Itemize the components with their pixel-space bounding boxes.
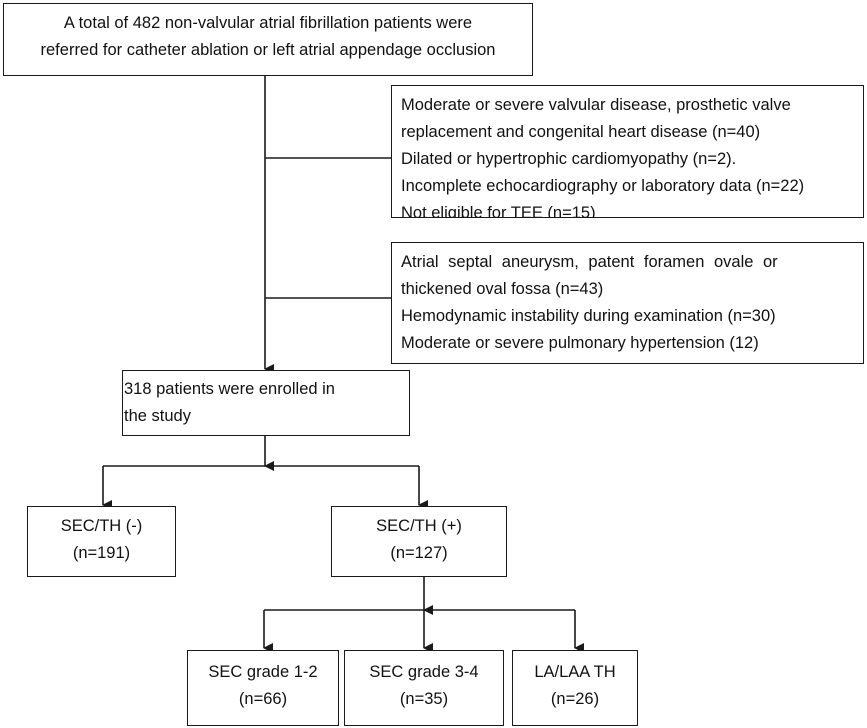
- enrolled-text: 318 patients were enrolled in the study: [122, 376, 410, 430]
- exclusion-1-line-1: Moderate or severe valvular disease, pro…: [401, 96, 791, 114]
- sec-th-positive-count: (n=127): [390, 544, 448, 562]
- total-patients-box: A total of 482 non-valvular atrial fibri…: [3, 3, 533, 76]
- la-laa-th-count: (n=26): [550, 690, 600, 708]
- exclusion-2-line-4: Moderate or severe pulmonary hypertensio…: [401, 334, 759, 352]
- sec-th-negative-count: (n=191): [72, 544, 131, 562]
- sec-th-negative-label: SEC/TH (-): [60, 517, 143, 535]
- sec-grade-3-4-box: SEC grade 3-4 (n=35): [344, 650, 504, 726]
- enrolled-line-1: 318 patients were enrolled in: [124, 380, 335, 398]
- exclusion-box-1: Moderate or severe valvular disease, pro…: [391, 85, 864, 218]
- sec-th-positive-label: SEC/TH (+): [376, 517, 462, 535]
- total-patients-line-1: A total of 482 non-valvular atrial fibri…: [63, 14, 473, 32]
- exclusion-box-2: Atrial septal aneurysm, patent foramen o…: [391, 242, 864, 364]
- exclusion-1-line-2: replacement and congenital heart disease…: [401, 123, 761, 141]
- sec-th-positive-box: SEC/TH (+) (n=127): [331, 506, 507, 577]
- exclusion-1-line-5: Not eligible for TEE (n=15): [401, 204, 596, 218]
- exclusion-2-line-3: Hemodynamic instability during examinati…: [401, 307, 776, 325]
- sec-grade-1-2-box: SEC grade 1-2 (n=66): [187, 650, 339, 726]
- exclusion-1-line-3: Dilated or hypertrophic cardiomyopathy (…: [401, 150, 737, 168]
- enrolled-box: [122, 370, 410, 436]
- la-laa-th-label: LA/LAA TH: [534, 663, 616, 681]
- sec-grade-1-2-count: (n=66): [238, 690, 288, 708]
- sec-th-negative-box: SEC/TH (-) (n=191): [27, 506, 176, 577]
- sec-grade-3-4-label: SEC grade 3-4: [369, 663, 479, 681]
- sec-grade-3-4-count: (n=35): [399, 690, 449, 708]
- total-patients-line-2: referred for catheter ablation or left a…: [40, 41, 496, 59]
- exclusion-1-line-4: Incomplete echocardiography or laborator…: [401, 177, 805, 195]
- enrolled-line-2: the study: [124, 407, 191, 425]
- sec-grade-1-2-label: SEC grade 1-2: [208, 663, 318, 681]
- la-laa-th-box: LA/LAA TH (n=26): [512, 650, 638, 726]
- exclusion-2-line-2: thickened oval fossa (n=43): [401, 280, 604, 298]
- exclusion-2-line-1: Atrial septal aneurysm, patent foramen o…: [401, 253, 778, 271]
